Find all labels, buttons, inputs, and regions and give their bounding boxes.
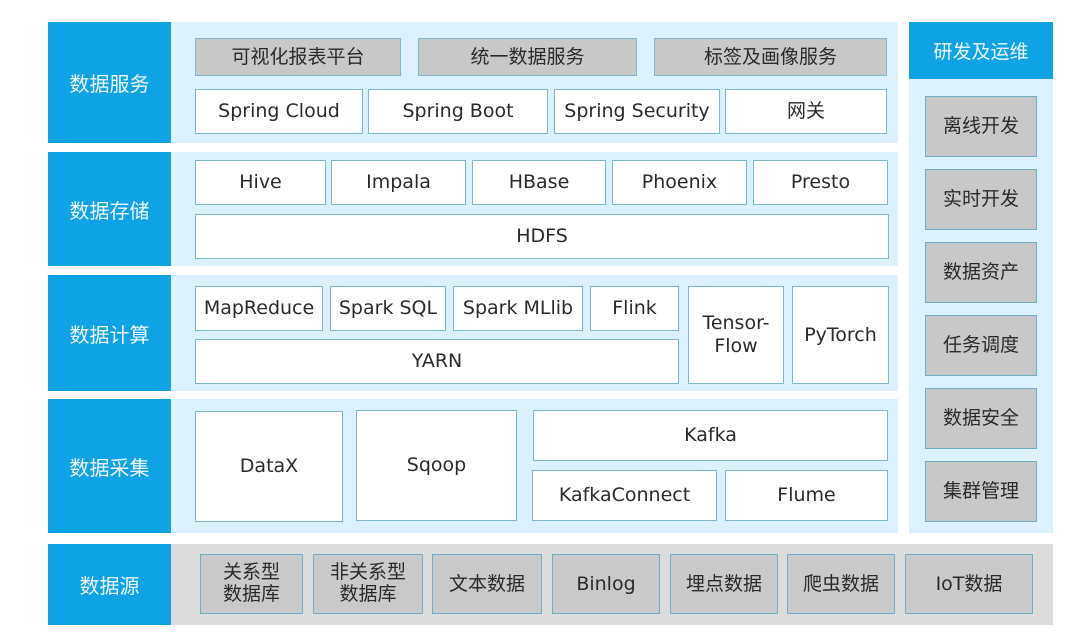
- service-tag-profile[interactable]: 标签及画像服务: [654, 38, 887, 76]
- collect-flume[interactable]: Flume: [725, 470, 888, 521]
- service-spring-cloud[interactable]: Spring Cloud: [195, 89, 363, 134]
- storage-hbase[interactable]: HBase: [472, 160, 606, 205]
- layer-label-storage: 数据存储: [48, 152, 171, 266]
- source-crawler-data[interactable]: 爬虫数据: [787, 554, 895, 614]
- compute-mapreduce[interactable]: MapReduce: [195, 286, 323, 331]
- devops-offline-dev[interactable]: 离线开发: [925, 96, 1037, 157]
- devops-data-assets[interactable]: 数据资产: [925, 242, 1037, 303]
- compute-tensorflow[interactable]: Tensor- Flow: [688, 286, 784, 384]
- compute-spark-sql[interactable]: Spark SQL: [330, 286, 446, 331]
- layer-label-source: 数据源: [48, 544, 171, 625]
- devops-cluster-management[interactable]: 集群管理: [925, 461, 1037, 522]
- storage-hdfs[interactable]: HDFS: [195, 214, 889, 259]
- compute-flink[interactable]: Flink: [590, 286, 679, 331]
- storage-presto[interactable]: Presto: [753, 160, 888, 205]
- compute-pytorch[interactable]: PyTorch: [792, 286, 889, 384]
- layer-label-service: 数据服务: [48, 22, 171, 143]
- source-iot-data[interactable]: IoT数据: [905, 554, 1033, 614]
- devops-data-security[interactable]: 数据安全: [925, 388, 1037, 449]
- source-nonrelational-db[interactable]: 非关系型 数据库: [313, 554, 423, 614]
- collect-kafka[interactable]: Kafka: [533, 410, 888, 461]
- storage-phoenix[interactable]: Phoenix: [612, 160, 747, 205]
- storage-impala[interactable]: Impala: [331, 160, 466, 205]
- source-binlog[interactable]: Binlog: [552, 554, 660, 614]
- collect-datax[interactable]: DataX: [195, 411, 343, 522]
- source-relational-db[interactable]: 关系型 数据库: [200, 554, 303, 614]
- compute-yarn[interactable]: YARN: [195, 339, 679, 384]
- service-gateway[interactable]: 网关: [725, 89, 887, 134]
- source-tracking-data[interactable]: 埋点数据: [670, 554, 778, 614]
- devops-realtime-dev[interactable]: 实时开发: [925, 169, 1037, 230]
- collect-kafkaconnect[interactable]: KafkaConnect: [532, 470, 717, 521]
- layer-label-collect: 数据采集: [48, 399, 171, 533]
- service-spring-security[interactable]: Spring Security: [554, 89, 720, 134]
- service-unified-data[interactable]: 统一数据服务: [418, 38, 637, 76]
- devops-task-scheduling[interactable]: 任务调度: [925, 315, 1037, 376]
- collect-sqoop[interactable]: Sqoop: [356, 410, 517, 521]
- devops-title: 研发及运维: [909, 22, 1053, 79]
- layer-label-compute: 数据计算: [48, 275, 171, 391]
- storage-hive[interactable]: Hive: [195, 160, 326, 205]
- source-text-data[interactable]: 文本数据: [432, 554, 542, 614]
- service-visual-report[interactable]: 可视化报表平台: [195, 38, 401, 76]
- service-spring-boot[interactable]: Spring Boot: [368, 89, 548, 134]
- compute-spark-mllib[interactable]: Spark MLlib: [453, 286, 583, 331]
